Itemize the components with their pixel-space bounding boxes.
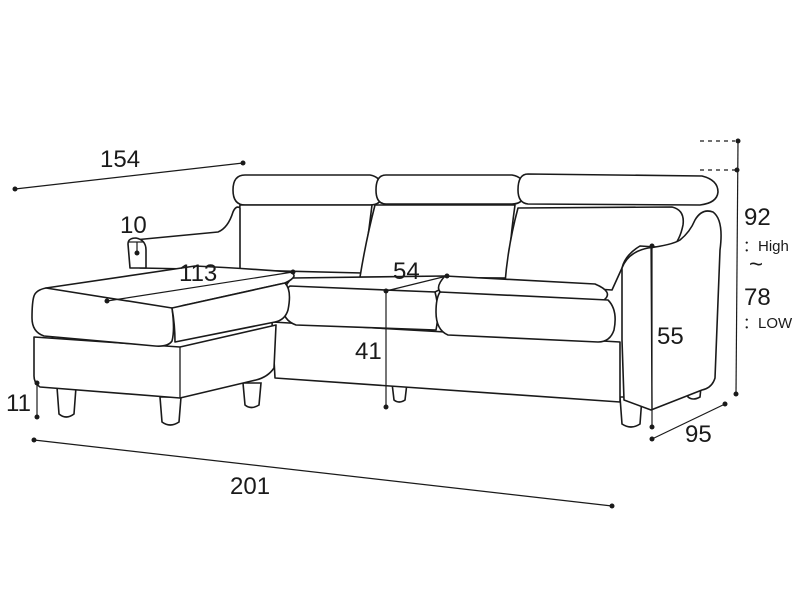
dim-line-height (735, 140, 739, 395)
chaise-base (33, 324, 277, 399)
leg-center (391, 382, 408, 403)
headrest-middle (375, 174, 525, 205)
leg-front-left (56, 386, 77, 418)
dim-dot (733, 391, 739, 397)
dim-dot (34, 414, 40, 420)
dim-dot (104, 298, 110, 304)
dim-dot (734, 167, 740, 173)
dim-line-54 (385, 275, 448, 292)
dim-dot (722, 401, 728, 407)
chaise-cushion-side (171, 282, 291, 343)
dim-dot (444, 273, 450, 279)
label-154: 154 (100, 146, 140, 173)
dim-dot (735, 138, 741, 144)
headrest-right (517, 173, 719, 206)
dim-dot (383, 404, 389, 410)
dim-dot (290, 269, 296, 275)
dim-line-113 (106, 271, 294, 302)
label-95: 95 (685, 421, 712, 448)
label-54: 54 (393, 258, 420, 285)
chaise-cushion-front (31, 287, 175, 347)
dimension-lines (12, 138, 741, 509)
dimension-labels: 154 10 113 54 41 11 201 55 95 92 ：High ~… (6, 146, 793, 500)
leg-front-mid (159, 396, 182, 426)
label-low: ：LOW (743, 315, 793, 332)
label-tilde: ~ (749, 251, 763, 278)
headrest-left (232, 174, 383, 206)
dim-dot (649, 243, 655, 249)
back-cushion-left (237, 204, 373, 274)
dim-dot (609, 503, 615, 509)
sofa-drawing (31, 173, 722, 428)
label-92: 92 (744, 204, 771, 231)
dim-dot (34, 380, 40, 386)
dim-dot (134, 250, 140, 256)
label-11: 11 (6, 390, 31, 417)
label-78: 78 (744, 284, 771, 311)
dim-dot (649, 424, 655, 430)
back-cushion-right (504, 206, 685, 291)
label-113: 113 (179, 260, 217, 287)
label-high: ：High (743, 238, 789, 255)
dim-dot (31, 437, 37, 443)
label-10: 10 (120, 212, 147, 239)
label-55: 55 (657, 323, 684, 350)
back-cushion-middle (359, 204, 516, 279)
seat-cushion-right-front (435, 291, 616, 343)
right-arm (621, 210, 722, 411)
dim-dot (12, 186, 18, 192)
label-41: 41 (355, 338, 382, 365)
dim-dot (649, 436, 655, 442)
seat-cushion-left-front (282, 285, 439, 331)
leg-back-chaise (242, 382, 262, 409)
dim-line-154 (14, 162, 244, 190)
dim-line-201 (33, 439, 613, 507)
label-201: 201 (230, 473, 270, 500)
dim-dot (240, 160, 246, 166)
dim-line-95 (651, 403, 726, 440)
